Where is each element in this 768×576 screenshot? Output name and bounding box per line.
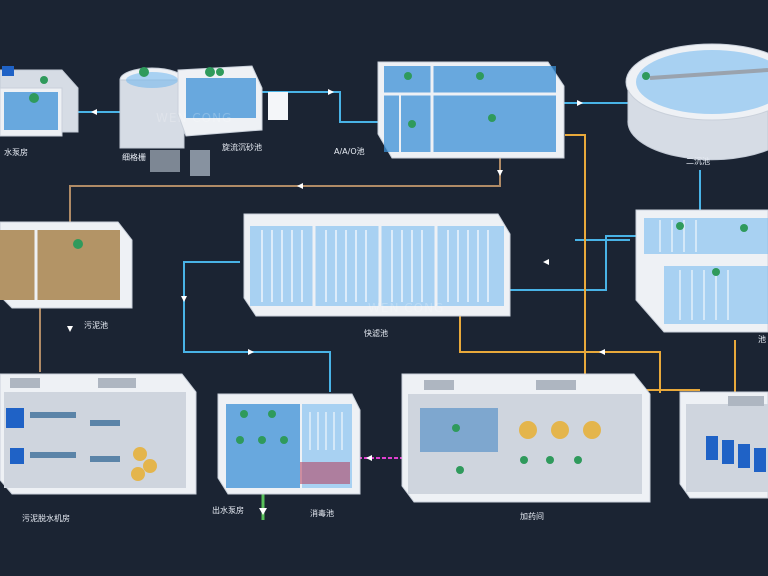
tank-icon [133,447,147,461]
fine-screen[interactable] [119,67,185,172]
conveyor-icon [30,412,76,418]
tank-icon [131,467,145,481]
machine-icon [190,150,210,176]
right-tank[interactable] [635,209,768,333]
machine-icon [706,436,718,460]
pump-icon [258,436,266,444]
pump-icon [456,466,464,474]
flow-arrow [181,296,187,302]
pump-icon [236,436,244,444]
tank-icon [143,459,157,473]
conveyor-icon [90,420,120,426]
disinfection-tank[interactable] [217,393,361,495]
label-dosing-room: 加药间 [520,511,544,521]
pipe-grit-to-aao [262,91,378,123]
window-icon [10,378,40,388]
label-rapid-filter: 快滤池 [364,328,388,338]
machine-icon [738,444,750,468]
flow-arrow [67,326,73,332]
tank-icon [268,92,288,120]
bridge-icon [649,68,768,80]
label-sludge-tank: 污泥池 [84,320,108,330]
label-grit-chamber: 旋流沉砂池 [222,142,262,152]
pump-icon [574,456,582,464]
stair-icon [150,150,180,172]
pump-icon [280,436,288,444]
label-fine-screen: 细格栅 [122,152,146,162]
label-aao-tank: A/A/O池 [334,146,365,156]
intake-pump-house[interactable] [0,66,79,137]
flow-arrow [259,508,267,515]
grit-chamber[interactable] [177,65,288,176]
machine-icon [722,440,734,464]
conveyor-icon [90,456,120,462]
flow-arrow [91,109,97,115]
pump-icon [240,410,248,418]
machine-icon [754,448,766,472]
label-sludge-dewatering: 污泥脱水机房 [22,513,70,523]
label-effluent-pump: 出水泵房 [212,505,244,515]
pump-icon [452,424,460,432]
pump-icon [268,410,276,418]
dewatering-machine-icon [6,408,24,428]
flow-arrow [599,349,605,355]
watermark: WEN CONG [368,301,444,315]
machine-icon [2,66,14,76]
pump-icon [476,72,484,80]
tank-icon [519,421,537,439]
secondary-clarifier[interactable] [625,43,768,161]
pump-icon [546,456,554,464]
pump-icon [520,456,528,464]
watermark: WEN CONG [156,111,232,125]
sludge-dewatering-room[interactable] [0,373,197,495]
flow-arrow [543,259,549,265]
dewatering-machine-icon [10,448,24,464]
flow-arrow [248,349,254,355]
flow-arrow [366,455,372,461]
pump-icon [740,224,748,232]
window-icon [424,380,454,390]
dosing-room[interactable] [401,373,651,503]
pump-icon [642,72,650,80]
flow-arrow [577,100,583,106]
aao-tank[interactable] [377,61,565,159]
flow-arrow [497,170,503,176]
pipe-filter-to-disinfection [183,261,331,392]
label-disinfection: 消毒池 [310,508,334,518]
flow-arrow [328,89,334,95]
label-right-tank: 池 [758,334,766,344]
pump-icon [216,68,224,76]
label-intake-pump: 水泵房 [4,147,28,157]
pump-icon [139,67,149,77]
pump-icon [712,268,720,276]
tank-icon [583,421,601,439]
rapid-filter[interactable] [243,213,511,317]
filter-plates [261,230,489,302]
tank-icon [551,421,569,439]
pump-icon [404,72,412,80]
label-secondary-clarifier: 二沉池 [686,156,710,166]
flow-arrow [297,183,303,189]
pipe-sludge-return [69,150,501,226]
pump-icon [29,93,39,103]
pump-icon [408,120,416,128]
right-machine-room[interactable] [679,391,768,499]
pump-icon [676,222,684,230]
pump-icon [40,76,48,84]
window-icon [536,380,576,390]
sludge-tank[interactable] [0,221,133,309]
pipe-orange-2 [459,300,661,393]
window-icon [728,396,764,406]
pump-icon [73,239,83,249]
window-icon [98,378,136,388]
pump-icon [488,114,496,122]
pump-icon [205,67,215,77]
conveyor-icon [30,452,76,458]
